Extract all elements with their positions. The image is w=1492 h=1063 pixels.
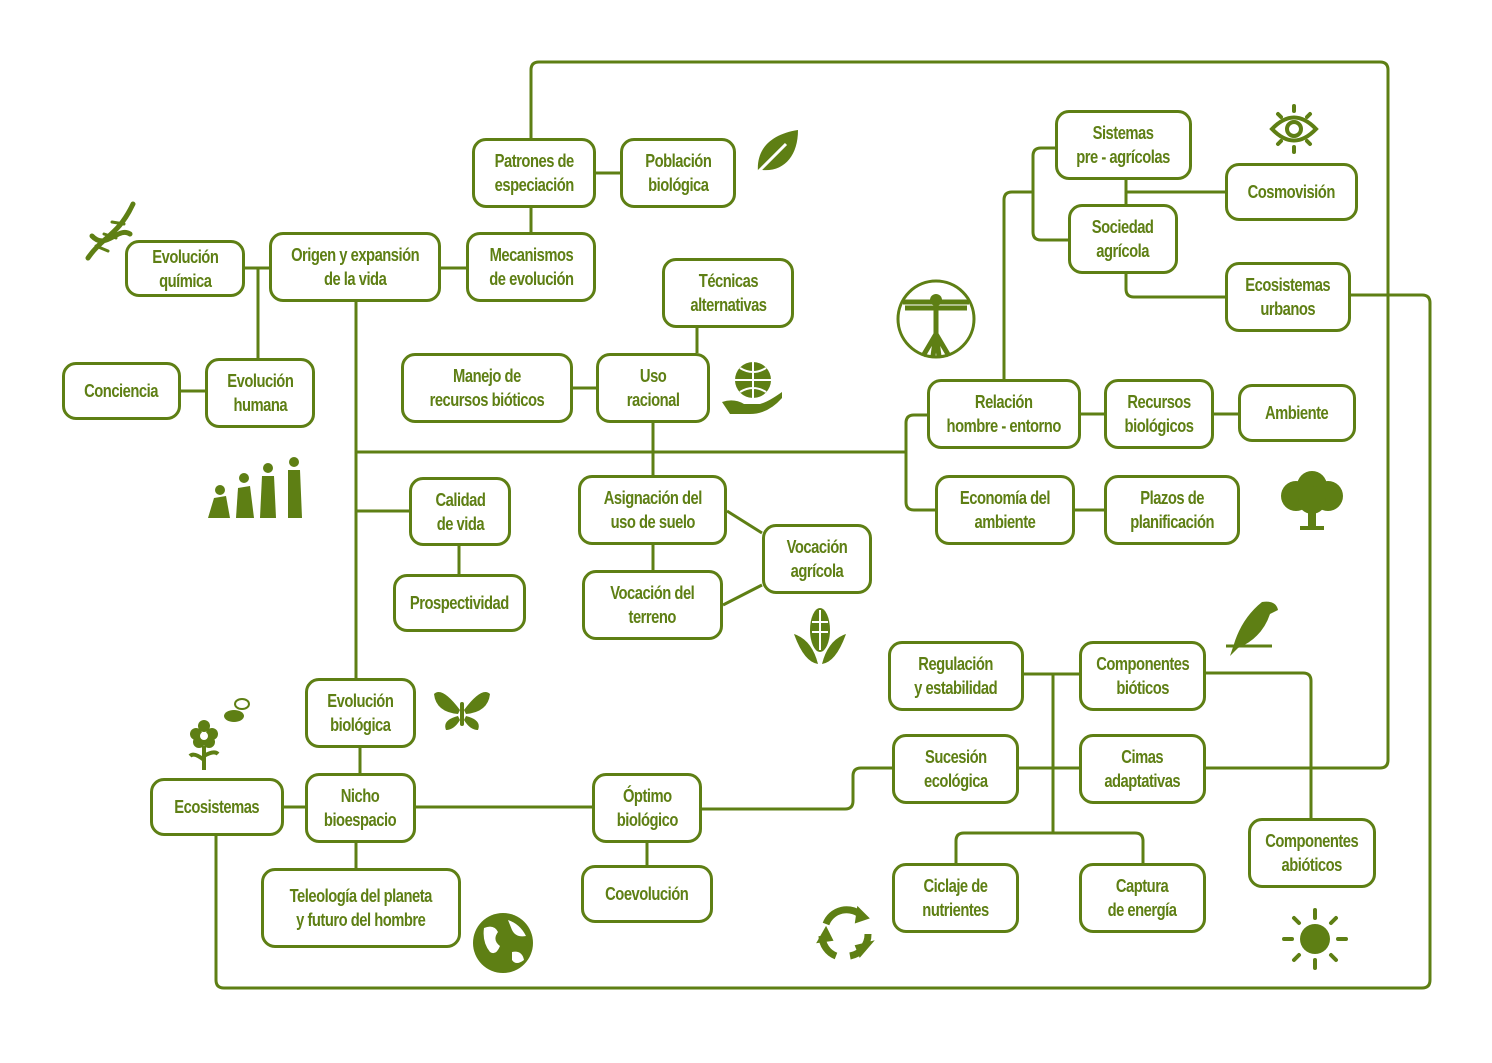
- node-label: Evolución humana: [226, 371, 294, 415]
- node-label: Sociedad agrícola: [1092, 217, 1154, 261]
- node-label: Conciencia: [84, 381, 159, 401]
- node-label: Mecanismos de evolución: [488, 245, 574, 289]
- earth-icon: [473, 913, 533, 973]
- node-relacion-hombre-entorno: Relación hombre - entorno: [927, 379, 1081, 449]
- node-optimo-biologico: Óptimo biológico: [592, 773, 702, 843]
- node-label: Población biológica: [644, 151, 712, 195]
- node-label: Captura de energía: [1108, 876, 1177, 920]
- leaf-icon: [754, 130, 798, 176]
- node-poblacion-biologica: Población biológica: [620, 138, 736, 208]
- connector: [1002, 146, 1225, 379]
- node-label: Plazos de planificación: [1130, 488, 1214, 532]
- node-cimas-adaptativas: Cimas adaptativas: [1079, 734, 1206, 804]
- eye-icon: [1269, 104, 1319, 154]
- node-mecanismos-evolucion: Mecanismos de evolución: [466, 232, 596, 302]
- node-plazos-planificacion: Plazos de planificación: [1104, 475, 1240, 545]
- connector-outer-top: [529, 60, 1390, 770]
- tree-icon: [1281, 471, 1343, 530]
- butterfly-icon: [434, 692, 490, 730]
- node-label: Ciclaje de nutrientes: [922, 876, 989, 920]
- node-sociedad-agricola: Sociedad agrícola: [1068, 204, 1178, 274]
- node-teleologia-planeta: Teleología del planeta y futuro del homb…: [261, 868, 461, 948]
- node-evolucion-humana: Evolución humana: [205, 358, 315, 428]
- globe-hand-icon: [722, 362, 782, 414]
- node-label: Evolución biológica: [327, 691, 394, 735]
- node-label: Economía del ambiente: [959, 488, 1051, 532]
- node-label: Recursos biológicos: [1124, 392, 1194, 436]
- node-label: Vocación del terreno: [610, 583, 695, 627]
- node-ecosistemas: Ecosistemas: [150, 778, 284, 836]
- connector: [1075, 412, 1238, 512]
- node-label: Origen y expansión de la vida: [290, 245, 420, 289]
- connector: [356, 328, 763, 607]
- bird-icon: [1226, 601, 1278, 656]
- node-vocacion-terreno: Vocación del terreno: [582, 570, 723, 640]
- connector: [181, 171, 620, 393]
- node-regulacion-estabilidad: Regulación y estabilidad: [888, 641, 1024, 711]
- flower-bee-icon: [188, 698, 250, 770]
- node-ambiente: Ambiente: [1238, 384, 1356, 442]
- node-label: Nicho bioespacio: [324, 786, 397, 830]
- node-sistemas-pre-agricolas: Sistemas pre - agrícolas: [1055, 110, 1192, 180]
- node-origen-expansion-vida: Origen y expansión de la vida: [269, 232, 441, 302]
- node-label: Relación hombre - entorno: [946, 392, 1062, 436]
- node-ecosistemas-urbanos: Ecosistemas urbanos: [1225, 262, 1351, 332]
- node-label: Evolución química: [151, 246, 219, 291]
- node-calidad-vida: Calidad de vida: [409, 477, 511, 546]
- node-patrones-especiacion: Patrones de especiación: [472, 138, 596, 208]
- node-economia-ambiente: Economía del ambiente: [935, 475, 1075, 545]
- node-label: Sistemas pre - agrícolas: [1076, 123, 1171, 167]
- node-asignacion-uso-suelo: Asignación del uso de suelo: [578, 475, 727, 545]
- node-label: Uso racional: [626, 366, 680, 410]
- node-label: Asignación del uso de suelo: [603, 488, 702, 532]
- node-manejo-recursos-bioticos: Manejo de recursos bióticos: [401, 353, 573, 423]
- node-label: Sucesión ecológica: [923, 747, 988, 791]
- corn-icon: [794, 608, 846, 664]
- sun-icon: [1282, 908, 1348, 970]
- vitruvian-man-icon: [896, 279, 976, 359]
- node-cosmovision: Cosmovisión: [1225, 163, 1358, 221]
- node-componentes-bioticos: Componentes bióticos: [1079, 641, 1206, 711]
- node-label: Cimas adaptativas: [1104, 747, 1181, 791]
- node-label: Componentes abióticos: [1265, 831, 1359, 875]
- node-componentes-abioticos: Componentes abióticos: [1248, 818, 1376, 888]
- node-label: Óptimo biológico: [616, 786, 678, 830]
- node-label: Vocación agrícola: [786, 537, 848, 581]
- node-evolucion-biologica: Evolución biológica: [305, 678, 416, 748]
- node-label: Coevolución: [605, 884, 689, 904]
- node-label: Prospectividad: [410, 593, 509, 613]
- connector: [954, 671, 1313, 863]
- connector: [284, 748, 892, 868]
- node-label: Técnicas alternativas: [689, 271, 767, 315]
- node-tecnicas-alternativas: Técnicas alternativas: [662, 258, 794, 328]
- node-sucesion-ecologica: Sucesión ecológica: [892, 734, 1019, 804]
- node-label: Calidad de vida: [435, 489, 485, 534]
- human-evolution-icon: [208, 457, 302, 518]
- node-recursos-biologicos: Recursos biológicos: [1104, 379, 1214, 449]
- node-ciclaje-nutrientes: Ciclaje de nutrientes: [892, 863, 1019, 933]
- connector-main: [354, 302, 935, 678]
- node-nicho-bioespacio: Nicho bioespacio: [305, 773, 416, 843]
- connector-outer-bottom: [214, 293, 1432, 990]
- node-label: Ecosistemas urbanos: [1245, 275, 1331, 319]
- node-label: Regulación y estabilidad: [914, 654, 998, 698]
- recycle-icon: [816, 905, 875, 960]
- node-captura-energia: Captura de energía: [1079, 863, 1206, 933]
- node-evolucion-quimica: Evolución química: [125, 240, 245, 297]
- dna-icon: [85, 201, 136, 261]
- node-conciencia: Conciencia: [62, 362, 181, 420]
- node-uso-racional: Uso racional: [596, 353, 710, 423]
- node-label: Ambiente: [1265, 403, 1329, 423]
- node-vocacion-agricola: Vocación agrícola: [762, 524, 872, 594]
- node-label: Cosmovisión: [1247, 182, 1336, 202]
- node-prospectividad: Prospectividad: [393, 574, 526, 632]
- node-label: Componentes bióticos: [1096, 654, 1189, 698]
- node-label: Ecosistemas: [174, 797, 260, 817]
- node-coevolucion: Coevolución: [581, 865, 713, 923]
- node-label: Patrones de especiación: [494, 151, 574, 195]
- node-label: Teleología del planeta y futuro del homb…: [289, 886, 433, 930]
- node-label: Manejo de recursos bióticos: [429, 366, 545, 410]
